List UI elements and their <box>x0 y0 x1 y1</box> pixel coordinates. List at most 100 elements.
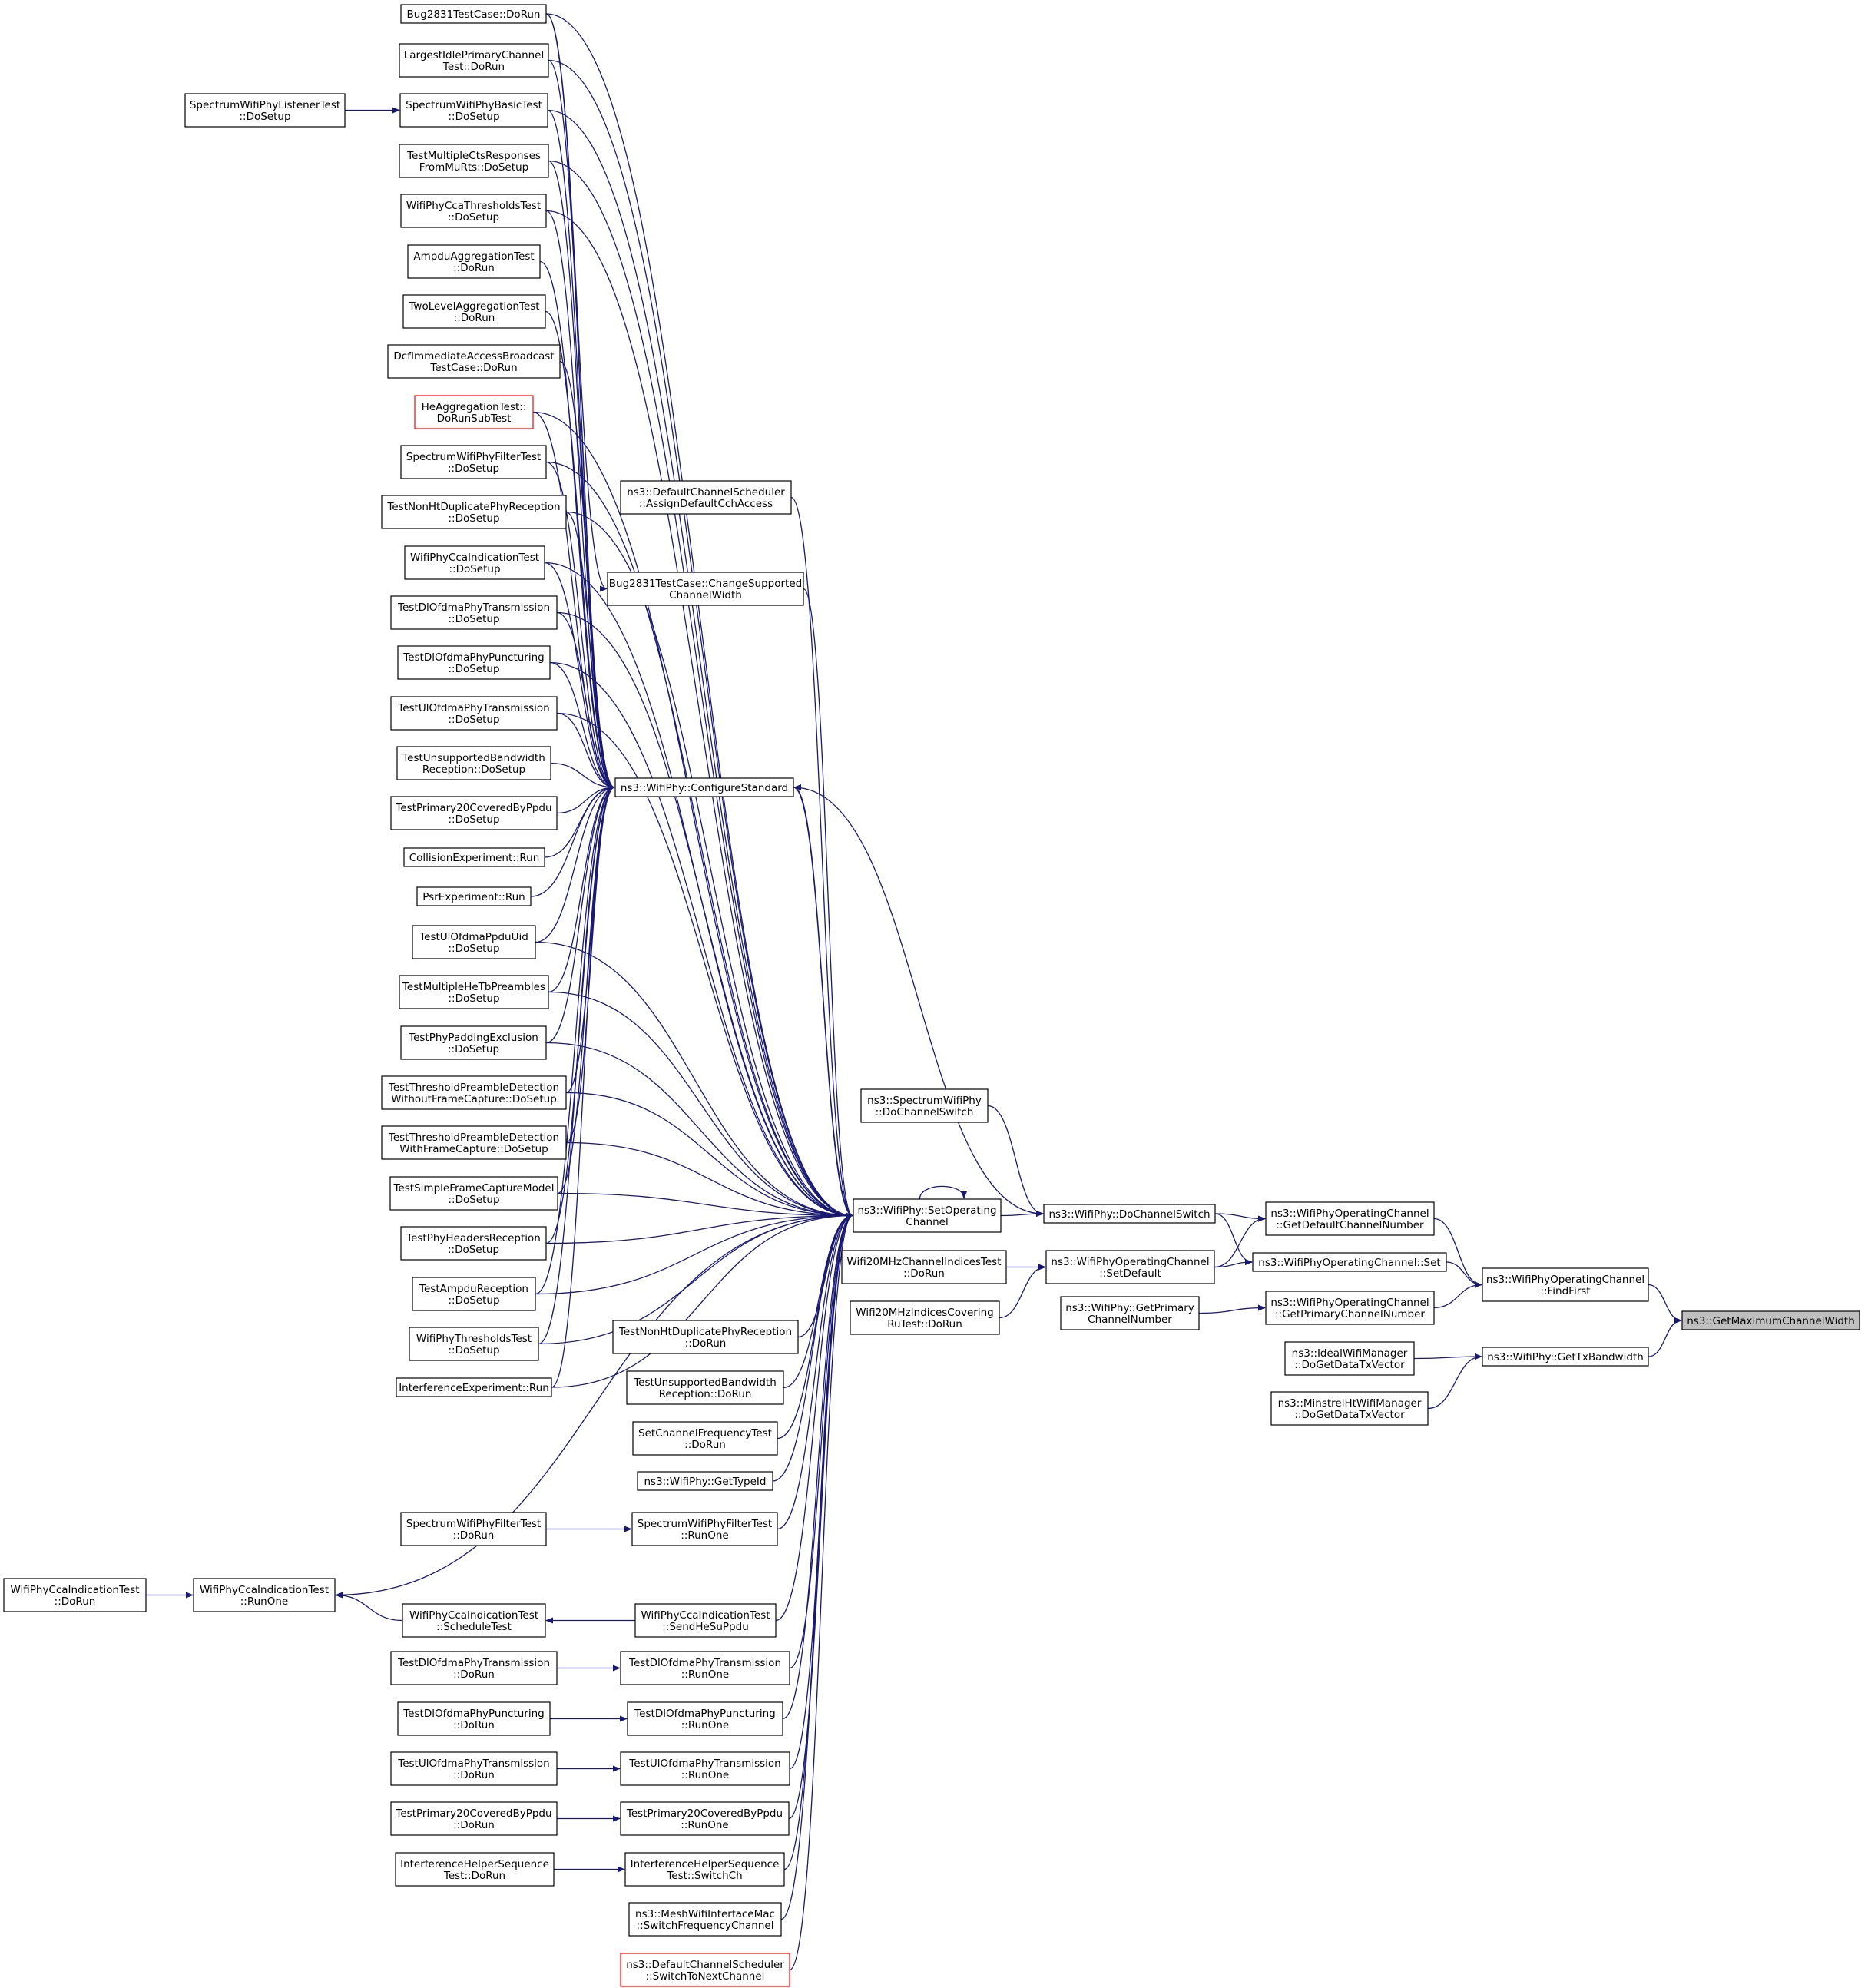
node-findFirst[interactable]: ns3::WifiPhyOperatingChannel::FindFirst <box>1482 1267 1649 1302</box>
node-root[interactable]: ns3::GetMaximumChannelWidth <box>1681 1310 1860 1330</box>
node-ampduRecep[interactable]: TestAmpduReception::DoSetup <box>412 1277 536 1311</box>
node-ulOfdmaTxSetup[interactable]: TestUlOfdmaPhyTransmission::DoSetup <box>390 696 558 731</box>
node-ampduAgg[interactable]: AmpduAggregationTest::DoRun <box>407 244 541 279</box>
node-dlOfdmaPuncRunOne[interactable]: TestDlOfdmaPhyPuncturing::RunOne <box>627 1701 783 1736</box>
node-filterRunOne[interactable]: SpectrumWifiPhyFilterTest::RunOne <box>631 1512 778 1546</box>
node-setDefault[interactable]: ns3::WifiPhyOperatingChannel::SetDefault <box>1045 1250 1215 1284</box>
node-ccaIndRunOne[interactable]: WifiPhyCcaIndicationTest::RunOne <box>193 1578 336 1612</box>
call-edge-ccaIndSetup-to-setOperatingChannel <box>544 562 853 1219</box>
node-getTypeId[interactable]: ns3::WifiPhy::GetTypeId <box>637 1471 773 1491</box>
node-configureStandard[interactable]: ns3::WifiPhy::ConfigureStandard <box>614 777 794 797</box>
node-thrWithout[interactable]: TestThresholdPreambleDetectionWithoutFra… <box>381 1075 567 1110</box>
node-filterSetup[interactable]: SpectrumWifiPhyFilterTest::DoSetup <box>400 445 547 479</box>
call-edge-setOperatingChannel-to-configureStandard <box>793 784 854 1217</box>
call-edge-primary20RunOne-to-setOperatingChannel <box>788 1212 853 1820</box>
node-box <box>400 194 547 228</box>
node-thrWith[interactable]: TestThresholdPreambleDetectionWithFrameC… <box>381 1125 567 1160</box>
node-label: ns3::IdealWifiManager <box>1292 1347 1408 1360</box>
node-meshSwitch[interactable]: ns3::MeshWifiInterfaceMac::SwitchFrequen… <box>628 1902 782 1937</box>
node-ulOfdmaTxDoRun[interactable]: TestUlOfdmaPhyTransmission::DoRun <box>390 1751 558 1786</box>
node-label: ns3::GetMaximumChannelWidth <box>1687 1315 1855 1327</box>
node-box <box>184 93 346 128</box>
node-ulOfdmaTxRunOne[interactable]: TestUlOfdmaPhyTransmission::RunOne <box>620 1751 790 1786</box>
node-dlOfdmaTxDoRun[interactable]: TestDlOfdmaPhyTransmission::DoRun <box>390 1651 558 1685</box>
node-label: ::DoRun <box>453 1529 495 1542</box>
call-edge-ccaIndRunOne-to-setOperatingChannel <box>334 1212 853 1596</box>
node-heAgg[interactable]: HeAggregationTest::DoRunSubTest <box>414 395 534 429</box>
node-label: ::DoSetup <box>448 714 499 726</box>
node-box <box>412 925 536 959</box>
call-edge-ulOfdmaUid-to-configureStandard <box>535 784 615 943</box>
node-label: ns3::WifiPhyOperatingChannel <box>1270 1297 1429 1309</box>
node-primary20RunOne[interactable]: TestPrimary20CoveredByPpdu::RunOne <box>620 1801 790 1836</box>
node-dlOfdmaTxSetup[interactable]: TestDlOfdmaPhyTransmission::DoSetup <box>390 595 558 630</box>
node-dcfImmediate[interactable]: DcfImmediateAccessBroadcastTestCase::DoR… <box>387 344 561 379</box>
node-minstrelMgr[interactable]: ns3::MinstrelHtWifiManager::DoGetDataTxV… <box>1270 1391 1429 1426</box>
node-primary20Setup[interactable]: TestPrimary20CoveredByPpdu::DoSetup <box>390 796 558 830</box>
node-unsupportedBwSetup[interactable]: TestUnsupportedBandwidthReception::DoSet… <box>396 746 551 780</box>
node-nonHtDupSetup[interactable]: TestNonHtDuplicatePhyReception::DoSetup <box>381 495 567 529</box>
node-interfRun[interactable]: InterferenceExperiment::Run <box>396 1377 552 1397</box>
node-multiCts[interactable]: TestMultipleCtsResponsesFromMuRts::DoSet… <box>399 144 549 178</box>
node-opSet[interactable]: ns3::WifiPhyOperatingChannel::Set <box>1252 1252 1447 1272</box>
node-ccaIndSetup[interactable]: WifiPhyCcaIndicationTest::DoSetup <box>404 545 545 580</box>
node-getPrimary[interactable]: ns3::WifiPhy::GetPrimaryChannelNumber <box>1060 1296 1200 1330</box>
node-getDefaultChannelNumber[interactable]: ns3::WifiPhyOperatingChannel::GetDefault… <box>1265 1201 1435 1236</box>
node-idealMgr[interactable]: ns3::IdealWifiManager::DoGetDataTxVector <box>1284 1341 1415 1376</box>
node-ulOfdmaUid[interactable]: TestUlOfdmaPpduUid::DoSetup <box>412 925 536 959</box>
node-label: Channel <box>906 1216 948 1228</box>
node-sendHeSuPpdu[interactable]: WifiPhyCcaIndicationTest::SendHeSuPpdu <box>634 1603 777 1638</box>
node-spectrumDoChannelSwitch[interactable]: ns3::SpectrumWifiPhy::DoChannelSwitch <box>860 1088 989 1123</box>
node-label: TestDlOfdmaPhyTransmission <box>628 1657 781 1669</box>
node-ccaIndDoRun[interactable]: WifiPhyCcaIndicationTest::DoRun <box>3 1578 147 1612</box>
node-dlOfdmaPuncSetup[interactable]: TestDlOfdmaPhyPuncturing::DoSetup <box>397 645 551 680</box>
node-simpleCapture[interactable]: TestSimpleFrameCaptureModel::DoSetup <box>389 1176 558 1211</box>
node-dlOfdmaPuncDoRun[interactable]: TestDlOfdmaPhyPuncturing::DoRun <box>397 1701 551 1736</box>
node-box <box>409 1327 539 1361</box>
call-edge-psrRun-to-configureStandard <box>530 784 615 897</box>
node-getPrimaryChannelNumber[interactable]: ns3::WifiPhyOperatingChannel::GetPrimary… <box>1265 1291 1435 1325</box>
call-edge-paddingExcl-to-setOperatingChannel <box>545 1042 853 1219</box>
node-paddingExcl[interactable]: TestPhyPaddingExclusion::DoSetup <box>400 1025 547 1060</box>
node-label: TestMultipleHeTbPreambles <box>402 981 545 993</box>
node-basicTest[interactable]: SpectrumWifiPhyBasicTest::DoSetup <box>399 93 548 128</box>
node-assignDefaultCch[interactable]: ns3::DefaultChannelScheduler::AssignDefa… <box>620 480 792 515</box>
node-wifi20Indices[interactable]: Wifi20MHzChannelIndicesTest::DoRun <box>841 1250 1007 1284</box>
node-collisionRun[interactable]: CollisionExperiment::Run <box>403 847 545 867</box>
node-bug2831DoRun[interactable]: Bug2831TestCase::DoRun <box>400 4 547 24</box>
node-label: WifiPhyCcaThresholdsTest <box>406 200 541 212</box>
node-primary20DoRun[interactable]: TestPrimary20CoveredByPpdu::DoRun <box>390 1801 558 1836</box>
node-twoLevelAgg[interactable]: TwoLevelAggregationTest::DoRun <box>402 294 546 329</box>
node-filterDoRun[interactable]: SpectrumWifiPhyFilterTest::DoRun <box>400 1512 547 1546</box>
call-edge-ccaIndSetup-to-configureStandard <box>544 562 615 790</box>
node-multiHeTb[interactable]: TestMultipleHeTbPreambles::DoSetup <box>399 975 549 1009</box>
node-dlOfdmaTxRunOne[interactable]: TestDlOfdmaPhyTransmission::RunOne <box>620 1651 790 1685</box>
node-box <box>853 1198 1002 1233</box>
node-phyThresholds[interactable]: WifiPhyThresholdsTest::DoSetup <box>409 1327 539 1361</box>
call-edge-getTypeId-to-setOperatingChannel <box>772 1212 853 1482</box>
node-label: TestPrimary20CoveredByPpdu <box>395 802 551 814</box>
node-box <box>620 1801 790 1836</box>
node-ccaThresholds[interactable]: WifiPhyCcaThresholdsTest::DoSetup <box>400 194 547 228</box>
node-getTxBandwidth[interactable]: ns3::WifiPhy::GetTxBandwidth <box>1482 1347 1649 1367</box>
node-setChannelFreq[interactable]: SetChannelFrequencyTest::DoRun <box>632 1421 778 1456</box>
node-changeSupported[interactable]: Bug2831TestCase::ChangeSupportedChannelW… <box>607 572 804 606</box>
node-label: ns3::WifiPhy::SetOperating <box>857 1204 996 1217</box>
node-psrRun[interactable]: PsrExperiment::Run <box>416 886 532 906</box>
call-edge-primary20Setup-to-configureStandard <box>556 784 615 814</box>
node-ccaIndSchedule[interactable]: WifiPhyCcaIndicationTest::ScheduleTest <box>402 1603 546 1638</box>
node-box <box>397 1701 551 1736</box>
node-phyHeaders[interactable]: TestPhyHeadersReception::DoSetup <box>400 1226 547 1261</box>
node-switchToNext[interactable]: ns3::DefaultChannelScheduler::SwitchToNe… <box>620 1953 790 1987</box>
node-nonHtDupDoRun[interactable]: TestNonHtDuplicatePhyReception::DoRun <box>612 1320 799 1354</box>
node-label: ::SwitchFrequencyChannel <box>637 1920 774 1932</box>
call-edge-basicTest-to-setOperatingChannel <box>547 109 853 1219</box>
node-listenerTest[interactable]: SpectrumWifiPhyListenerTest::DoSetup <box>184 93 346 128</box>
node-doChannelSwitch[interactable]: ns3::WifiPhy::DoChannelSwitch <box>1043 1204 1216 1224</box>
